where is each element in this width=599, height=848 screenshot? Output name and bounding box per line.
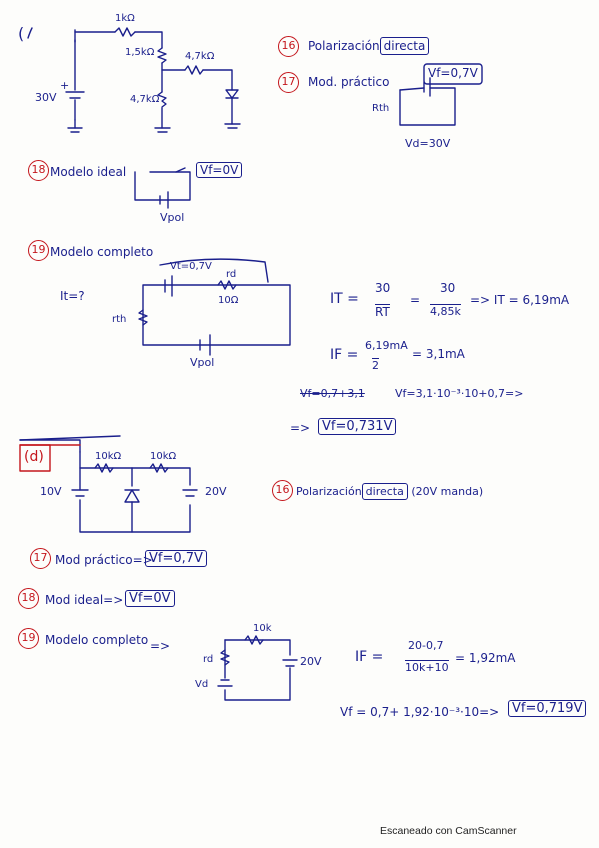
resistor-47k-label: 4,7kΩ: [185, 51, 215, 62]
q17d-text: Mod práctico=>: [55, 553, 153, 567]
calc-vf-result: Vf=0,731V: [318, 418, 397, 435]
section-d-r2: 10kΩ: [150, 451, 177, 462]
resistor-1k-label: 1kΩ: [115, 13, 135, 24]
question-19-marker: 19: [28, 240, 49, 261]
calc-vf-line: Vf=3,1·10⁻³·10+0,7=>: [395, 387, 524, 400]
q19d-vd: Vd: [195, 679, 209, 690]
q16d-text-b: directa: [361, 483, 408, 500]
section-d-src1: 10V: [40, 485, 62, 498]
q18-vf: Vf=0V: [196, 162, 243, 178]
q19-rd: rd: [226, 269, 237, 280]
q19d-vf-result: Vf=0,719V: [508, 700, 587, 717]
calc-it-lhs: IT =: [330, 291, 359, 307]
q19d-if-lhs: IF =: [355, 649, 384, 665]
q18d-result: Vf=0V: [125, 590, 175, 607]
section-d-r1: 10kΩ: [95, 451, 122, 462]
question-18d-marker: 18: [18, 588, 39, 609]
q18-vpol: Vpol: [160, 211, 185, 224]
q19-rth: rth: [112, 314, 127, 325]
q19d-vf-line: Vf = 0,7+ 1,92·10⁻³·10=>: [340, 705, 500, 719]
resistor-15k-label: 1,5kΩ: [125, 47, 155, 58]
question-16d-marker: 16: [272, 480, 293, 501]
section-d-src2: 20V: [205, 485, 227, 498]
calc-it-result: => IT = 6,19mA: [470, 293, 570, 307]
question-16-marker: 16: [278, 36, 299, 57]
q19-vt: Vt=0,7V: [170, 261, 212, 272]
section-d-label: (d): [24, 449, 44, 465]
calc-vf-strike: Vf=0,7+3,1: [300, 387, 365, 400]
source-30v-label: 30V: [35, 91, 57, 104]
resistor-47k-2-label: 4,7kΩ: [130, 94, 160, 105]
question-18-marker: 18: [28, 160, 49, 181]
q17-rd: Rth: [372, 103, 390, 114]
q19d-text: Modelo completo: [45, 633, 149, 647]
calc-it-den2: 4,85k: [430, 304, 461, 318]
camscanner-footer: Escaneado con CamScanner: [380, 825, 517, 837]
calc-it-den1: RT: [375, 304, 390, 319]
q16-text-a: Polarización: [308, 39, 380, 53]
q19d-rd: rd: [203, 654, 214, 665]
calc-it-num2: 30: [440, 281, 456, 295]
calc-if-num: 6,19mA: [365, 339, 408, 352]
calc-it-num1: 30: [375, 281, 391, 295]
q19-text: Modelo completo: [50, 245, 154, 259]
q17d-result: Vf=0,7V: [145, 550, 207, 567]
calc-if-lhs: IF =: [330, 347, 359, 363]
q19d-if-result: = 1,92mA: [455, 651, 516, 665]
q19d-arrow: =>: [150, 639, 171, 653]
q17-vd: Vd=30V: [405, 137, 451, 150]
q16-text-b: directa: [379, 37, 430, 55]
q19d-if-num: 20-0,7: [408, 639, 444, 652]
q16d-text-a: Polarización: [296, 485, 362, 498]
q18-text: Modelo ideal: [50, 165, 127, 179]
q19-ieq: It=?: [60, 289, 85, 303]
question-19d-marker: 19: [18, 628, 39, 649]
equals-sign: =: [410, 293, 421, 307]
plus-sign: +: [60, 79, 70, 92]
q17-text: Mod. práctico: [308, 75, 390, 89]
question-17d-marker: 17: [30, 548, 51, 569]
calc-if-result: = 3,1mA: [412, 347, 465, 361]
q19d-if-den: 10k+10: [405, 660, 449, 674]
q19-vpol: Vpol: [190, 356, 215, 369]
question-17-marker: 17: [278, 72, 299, 93]
calc-arrow: =>: [290, 421, 311, 435]
q16d-note: (20V manda): [411, 485, 484, 498]
section-c-label: (: [18, 24, 25, 43]
q17-vf: Vf=0,7V: [428, 66, 478, 80]
q19d-r: 10k: [253, 623, 272, 634]
calc-if-den: 2: [372, 358, 379, 372]
q19d-src: 20V: [300, 655, 322, 668]
q19-rd-val: 10Ω: [218, 295, 239, 306]
q18d-text: Mod ideal=>: [45, 593, 124, 607]
